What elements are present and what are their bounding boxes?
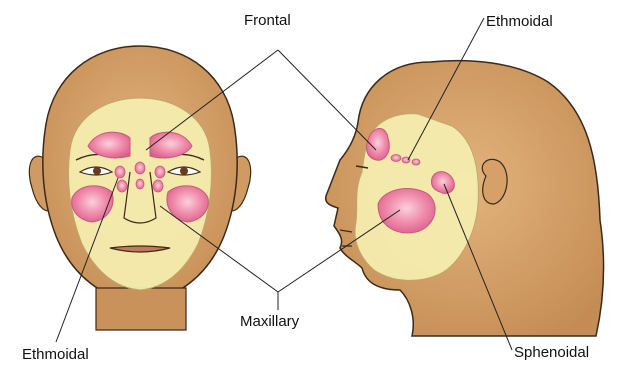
side-ethmoid-cell [391, 155, 401, 162]
front-left-iris [93, 167, 101, 175]
front-ethmoid-cell [135, 162, 145, 174]
front-ethmoid-cell [136, 179, 144, 189]
front-ethmoid-cell [115, 166, 125, 178]
label-sphenoidal: Sphenoidal [514, 345, 589, 360]
label-ethmoidal-bottom: Ethmoidal [22, 347, 89, 362]
side-face [326, 61, 604, 336]
label-frontal: Frontal [244, 13, 291, 28]
label-ethmoidal-top: Ethmoidal [486, 14, 553, 29]
front-neck [96, 288, 186, 330]
front-ethmoid-cell [117, 180, 127, 192]
front-face [29, 46, 250, 330]
leader-frontal-side [278, 50, 376, 150]
side-ethmoid-cell [412, 159, 420, 165]
label-maxillary: Maxillary [240, 314, 299, 329]
front-right-iris [180, 167, 188, 175]
front-ethmoid-cell [153, 180, 163, 192]
front-ethmoid-cell [155, 166, 165, 178]
